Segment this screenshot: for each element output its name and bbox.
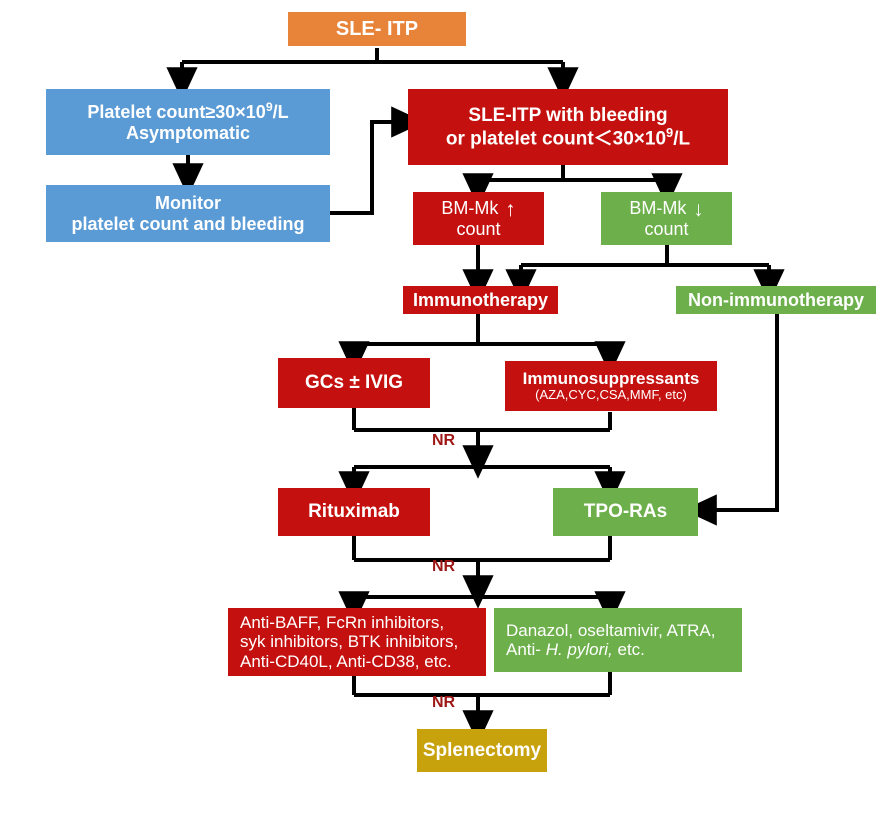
node-novel-immuno-line2: syk inhibitors, BTK inhibitors, (240, 632, 459, 652)
down-arrow-icon: ↓ (693, 198, 704, 222)
node-sle-itp-label: SLE- ITP (335, 17, 419, 40)
node-novel-immunotherapies[interactable]: Anti-BAFF, FcRn inhibitors, syk inhibito… (228, 608, 486, 676)
node-splenectomy[interactable]: Splenectomy (417, 729, 547, 772)
node-novel-non-immunotherapies[interactable]: Danazol, oseltamivir, ATRA, Anti- H. pyl… (494, 608, 742, 672)
node-bleeding-line1: SLE-ITP with bleeding (468, 104, 668, 126)
edge-label-nr-1: NR (432, 432, 456, 449)
node-rituximab-label: Rituximab (308, 501, 400, 523)
node-non-immunotherapy[interactable]: Non-immunotherapy (676, 286, 876, 314)
node-rituximab[interactable]: Rituximab (278, 488, 430, 536)
up-arrow-icon: ↑ (505, 198, 516, 222)
node-immunotherapy[interactable]: Immunotherapy (403, 286, 558, 314)
edge-label-nr-3: NR (432, 694, 456, 711)
node-monitor-line1: Monitor (155, 193, 221, 214)
node-bm-mk-high-line2: count (456, 218, 501, 239)
node-asymptomatic-line2: Asymptomatic (125, 122, 251, 143)
node-bleeding-line2: or platelet count＜30×109/L (445, 124, 691, 150)
node-non-immunotherapy-label: Non-immunotherapy (687, 289, 864, 310)
node-bm-mk-count-high[interactable]: BM-Mk↑ count (413, 192, 544, 245)
node-bm-mk-high-line1: BM-Mk↑ (441, 198, 516, 222)
node-novel-non-immuno-line1: Danazol, oseltamivir, ATRA, (506, 620, 716, 640)
node-sle-itp[interactable]: SLE- ITP (288, 12, 466, 46)
node-immunosuppressants-label: Immunosuppressants (522, 369, 700, 389)
node-novel-immuno-line1: Anti-BAFF, FcRn inhibitors, (240, 613, 445, 633)
node-gcs-ivig-label: GCs ± IVIG (304, 372, 404, 394)
node-bm-mk-count-low[interactable]: BM-Mk↓ count (601, 192, 732, 245)
node-asymptomatic-line1: Platelet count≥30×109/L (87, 100, 289, 123)
node-monitor-line2: platelet count and bleeding (71, 213, 305, 234)
node-immunosuppressants[interactable]: Immunosuppressants (AZA,CYC,CSA,MMF, etc… (505, 361, 717, 411)
node-monitor[interactable]: Monitor platelet count and bleeding (46, 185, 330, 242)
node-bm-mk-low-line1: BM-Mk↓ (629, 198, 704, 222)
node-gcs-ivig[interactable]: GCs ± IVIG (278, 358, 430, 408)
node-immunosuppressants-sub: (AZA,CYC,CSA,MMF, etc) (535, 387, 687, 403)
node-tpo-ras[interactable]: TPO-RAs (553, 488, 698, 536)
node-bleeding[interactable]: SLE-ITP with bleeding or platelet count＜… (408, 89, 728, 165)
node-novel-non-immuno-line2: Anti- H. pylori, etc. (506, 640, 645, 659)
node-tpo-ras-label: TPO-RAs (583, 501, 668, 523)
node-immunotherapy-label: Immunotherapy (412, 289, 549, 310)
node-asymptomatic[interactable]: Platelet count≥30×109/L Asymptomatic (46, 89, 330, 155)
node-novel-immuno-line3: Anti-CD40L, Anti-CD38, etc. (240, 651, 452, 671)
node-splenectomy-label: Splenectomy (422, 739, 542, 761)
edge-label-nr-2: NR (432, 558, 456, 575)
node-bm-mk-low-line2: count (644, 218, 689, 239)
